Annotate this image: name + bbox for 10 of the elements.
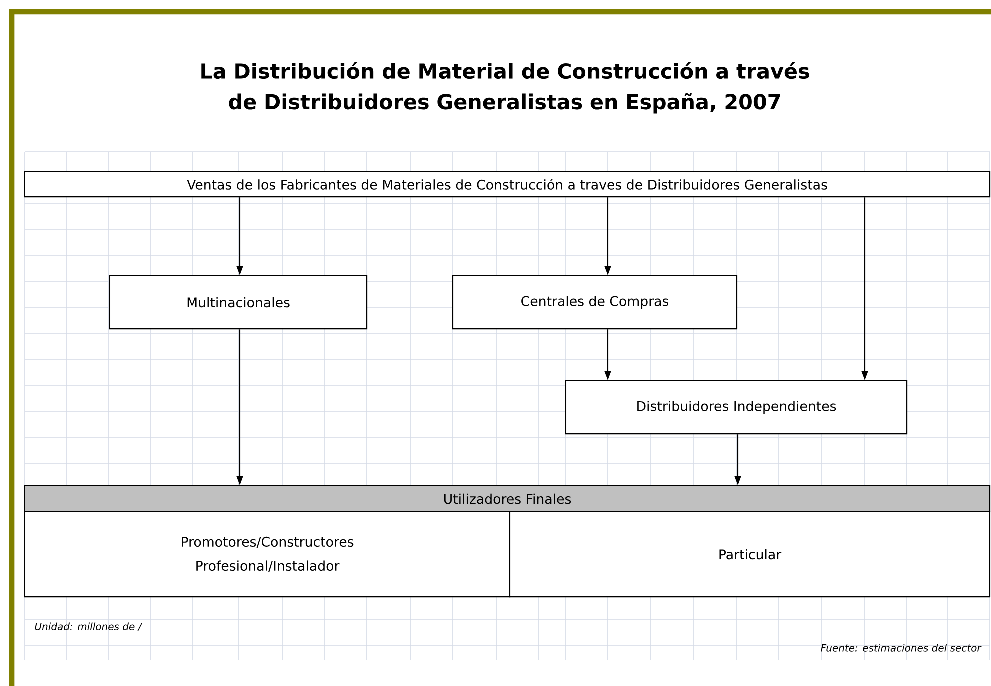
source-note: Fuente: estimaciones del sector — [821, 644, 982, 652]
process-box: Distribuidores Independientes — [565, 380, 908, 435]
title: La Distribución de Material de Construcción a través de Distribuidores Generalistas en España, 2007 — [202, 62, 810, 114]
process-box: Particular — [509, 511, 991, 598]
process-box: Promotores/Constructores Profesional/Instalador — [24, 511, 511, 598]
header-bar: Ventas de los Fabricantes de Materiales de Construcción a traves de Distribuidores Generalistas — [24, 171, 991, 198]
note: Unidad: millones de / — [35, 622, 143, 632]
process-box: Multinacionales — [109, 275, 368, 330]
process-box: Centrales de Compras — [452, 275, 738, 330]
header-bar: Utilizadores Finales — [24, 485, 991, 513]
